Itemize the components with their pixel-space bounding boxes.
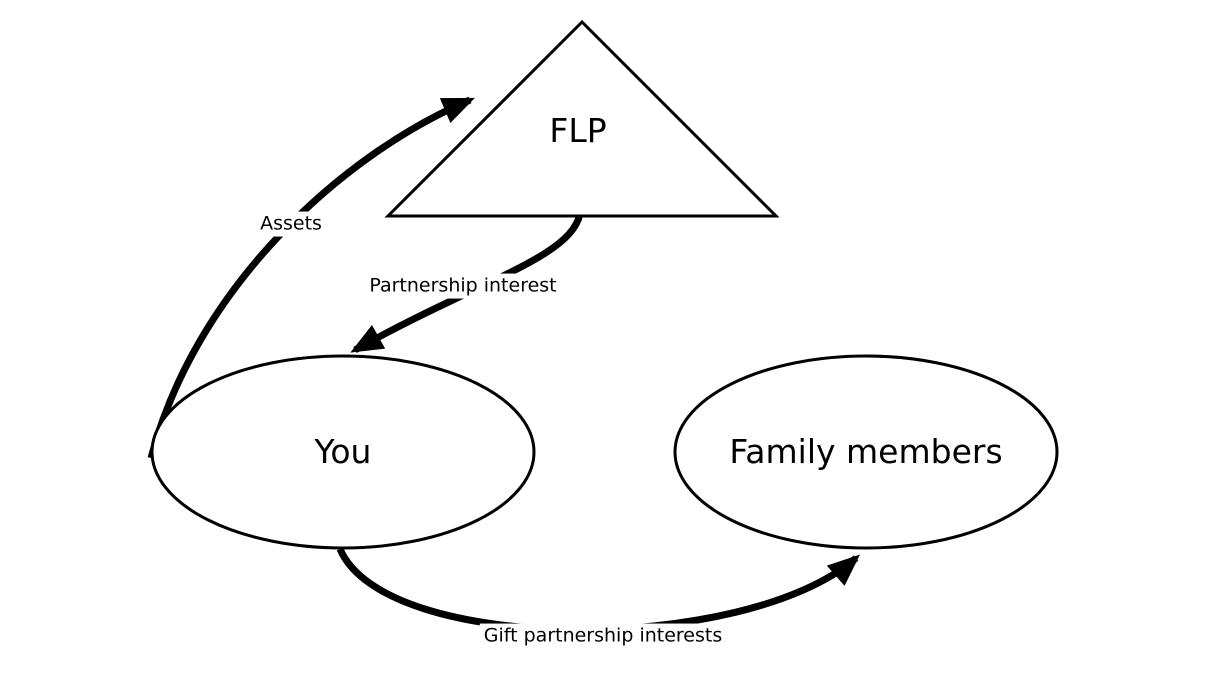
node-label-you: You [314, 431, 372, 471]
node-you-ellipse [150, 354, 536, 550]
edge-label-partnership-interest: Partnership interest [365, 273, 561, 299]
edge-label-gift-partnership-interests: Gift partnership interests [479, 623, 727, 649]
edge-assets-arrow [147, 96, 475, 459]
node-label-flp: FLP [549, 110, 607, 150]
node-family-ellipse [673, 354, 1059, 550]
edge-partnership-interest-arrow [350, 212, 584, 354]
node-flp-triangle [384, 19, 780, 218]
edge-gift-arrow [336, 547, 861, 634]
node-label-family-members: Family members [729, 431, 1003, 471]
edge-label-assets: Assets [256, 211, 326, 237]
